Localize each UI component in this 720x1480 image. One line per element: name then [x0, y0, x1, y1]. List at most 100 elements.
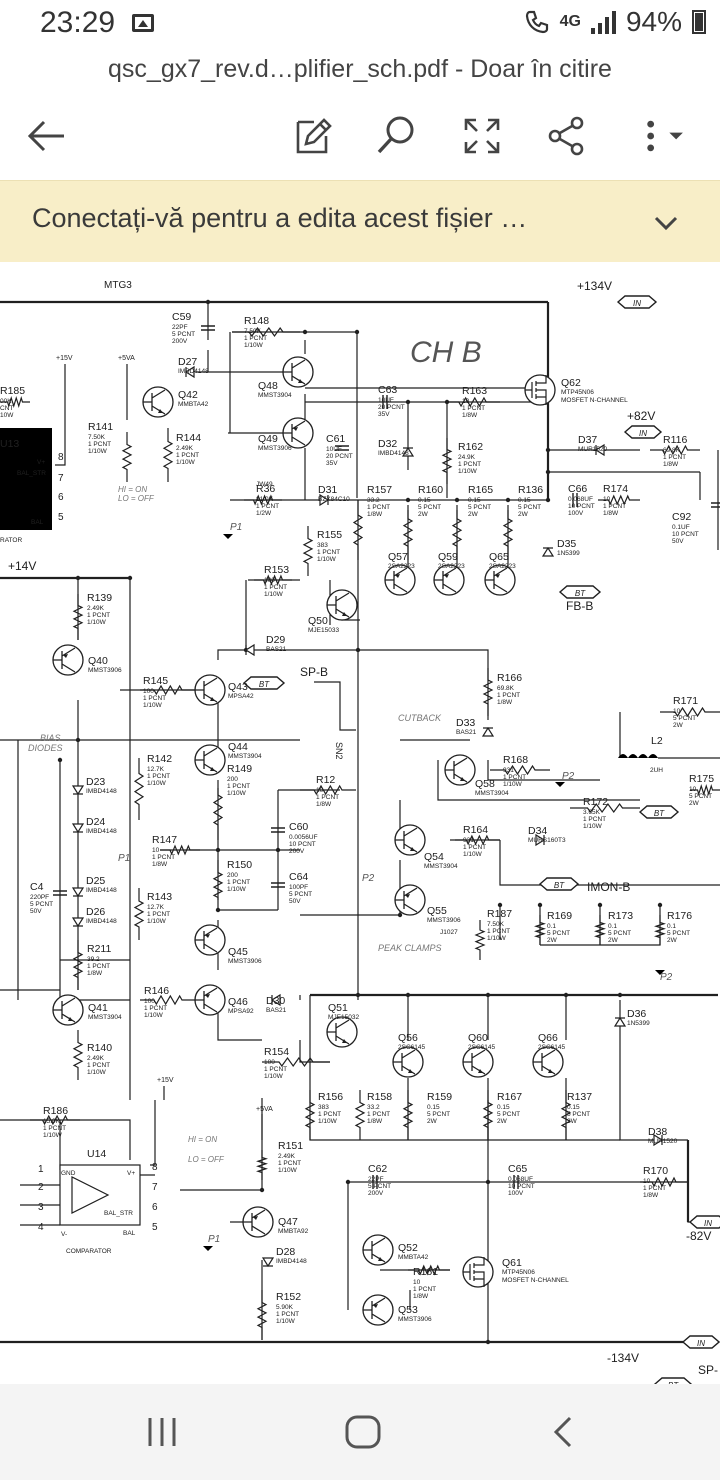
capacitor-ref: C63: [378, 384, 397, 396]
capacitor-tolerance: 20 PCNT: [326, 453, 353, 460]
resistor-ref: R153: [264, 564, 289, 576]
diode-symbol: [71, 823, 85, 834]
resistor-symbol: [212, 860, 224, 910]
recents-icon[interactable]: [132, 1406, 192, 1458]
capacitor-c60: [271, 827, 285, 833]
rail-label: -82V: [686, 1229, 711, 1243]
transistor-part: MMST3906: [88, 667, 122, 674]
capacitor-value: 0.1UF: [672, 524, 690, 531]
junction-dot: [345, 1179, 351, 1185]
resistor-power: 1/10W: [463, 851, 483, 858]
resistor-power: 1/8W: [603, 510, 619, 517]
net-tag-in: [688, 1215, 720, 1229]
edit-banner[interactable]: Conectați-vă pentru a edita acest fișier…: [0, 180, 720, 263]
mosfet-leads: [525, 375, 547, 405]
resistor-ref: R169: [547, 910, 572, 922]
share-icon[interactable]: [538, 108, 594, 164]
resistor-tolerance: 1 PCNT: [87, 612, 110, 619]
resistor-symbol: [162, 428, 174, 482]
resistor-symbol: [140, 994, 196, 1006]
transistor-q45: [194, 924, 226, 956]
transistor-part: MTP45N06: [561, 389, 594, 396]
resistor-r152: [256, 1290, 268, 1340]
capacitor-voltage: 50V: [289, 898, 301, 905]
resistor-ref: R157: [367, 484, 392, 496]
resistor-power: 2W: [518, 511, 529, 518]
transistor-part: 2SA2223: [388, 563, 415, 570]
resistor-value: 10: [413, 1279, 421, 1286]
transistor-arrow: [205, 994, 210, 998]
call-icon: [525, 10, 548, 34]
capacitor-tolerance: 10 PCNT: [568, 503, 595, 510]
wire: [450, 839, 720, 886]
capacitor-c62: [372, 1175, 378, 1189]
resistor-r142: [133, 758, 145, 820]
net-tag-in: [623, 425, 663, 439]
edit-pen-icon[interactable]: [284, 108, 340, 164]
resistor-symbol: [402, 1090, 414, 1140]
resistor-symbol: [244, 494, 282, 506]
net-tag-shape: [688, 1215, 720, 1229]
transistor-ref: Q53: [398, 1304, 418, 1316]
chevron-down-icon[interactable]: [648, 205, 684, 241]
diode-ref: D34: [528, 825, 547, 837]
capacitor-c63: [382, 395, 388, 409]
back-icon[interactable]: [534, 1406, 594, 1458]
resistor-tolerance: 5 PCNT: [667, 930, 690, 937]
junction-dot: [497, 902, 503, 908]
capacitor-tolerance: 5 PCNT: [172, 331, 195, 338]
junction-dot: [354, 329, 360, 335]
junction-dot: [454, 497, 460, 503]
transistor-leads: [143, 389, 166, 415]
ic-pin-number: 6: [152, 1202, 158, 1213]
resistor-ref: R168: [503, 754, 528, 766]
resistor-tolerance: 1 PCNT: [487, 928, 510, 935]
back-arrow-icon[interactable]: [18, 108, 74, 164]
resistor-r153: [254, 574, 292, 586]
diode-d29: [244, 643, 255, 657]
transistor-part: 2SC6145: [538, 1044, 565, 1051]
resistor-value: 69.8K: [497, 685, 515, 692]
wire: [150, 1100, 156, 1166]
resistor-power: 1/8W: [497, 699, 513, 706]
more-icon[interactable]: [632, 108, 688, 164]
resistor-symbol: [490, 764, 550, 776]
home-icon[interactable]: [333, 1406, 393, 1458]
fullscreen-icon[interactable]: [454, 108, 510, 164]
transistor-leads: [243, 1209, 266, 1235]
diode-ref: D25: [86, 875, 105, 887]
diode-symbol: [71, 785, 85, 796]
resistor-tolerance: 1 PCNT: [413, 1286, 436, 1293]
resistor-value: 33.2: [367, 1104, 380, 1111]
diode-d28: [261, 1257, 275, 1268]
net-tag-text: BT: [668, 1381, 679, 1384]
diode-d30: [270, 993, 281, 1007]
resistor-symbol: [212, 780, 224, 840]
diode-part: IMBD4148: [86, 918, 117, 925]
capacitor-voltage: 100V: [508, 1190, 524, 1197]
net-label: FB-B: [566, 599, 593, 613]
diode-ref: D24: [86, 816, 105, 828]
diode-part: BAS21: [456, 729, 477, 736]
resistor-ref: R147: [152, 834, 177, 846]
transistor-part: MJE15033: [308, 627, 339, 634]
transistor-desc: MOSFET N-CHANNEL: [502, 1277, 569, 1284]
transistor-part: MMBTA42: [178, 401, 209, 408]
resistor-symbol: [300, 784, 356, 796]
search-icon[interactable]: [368, 108, 424, 164]
ic-ref: U14: [87, 1148, 106, 1160]
rail-label: +134V: [577, 279, 612, 293]
transistor-arrow: [495, 574, 500, 578]
rail-label: +15V: [56, 355, 73, 362]
junction-dot: [485, 992, 491, 998]
transistor-arrow: [63, 654, 68, 658]
diode-ref: D33: [456, 717, 475, 729]
resistor-power: 1/10W: [244, 342, 264, 349]
resistor-ref: R172: [583, 796, 608, 808]
capacitor-ref: C62: [368, 1163, 387, 1175]
resistor-power: 1/10W: [88, 448, 108, 455]
resistor-symbol: [402, 505, 414, 560]
resistor-power: 1/2W: [256, 510, 272, 517]
junction-dot: [302, 329, 308, 335]
